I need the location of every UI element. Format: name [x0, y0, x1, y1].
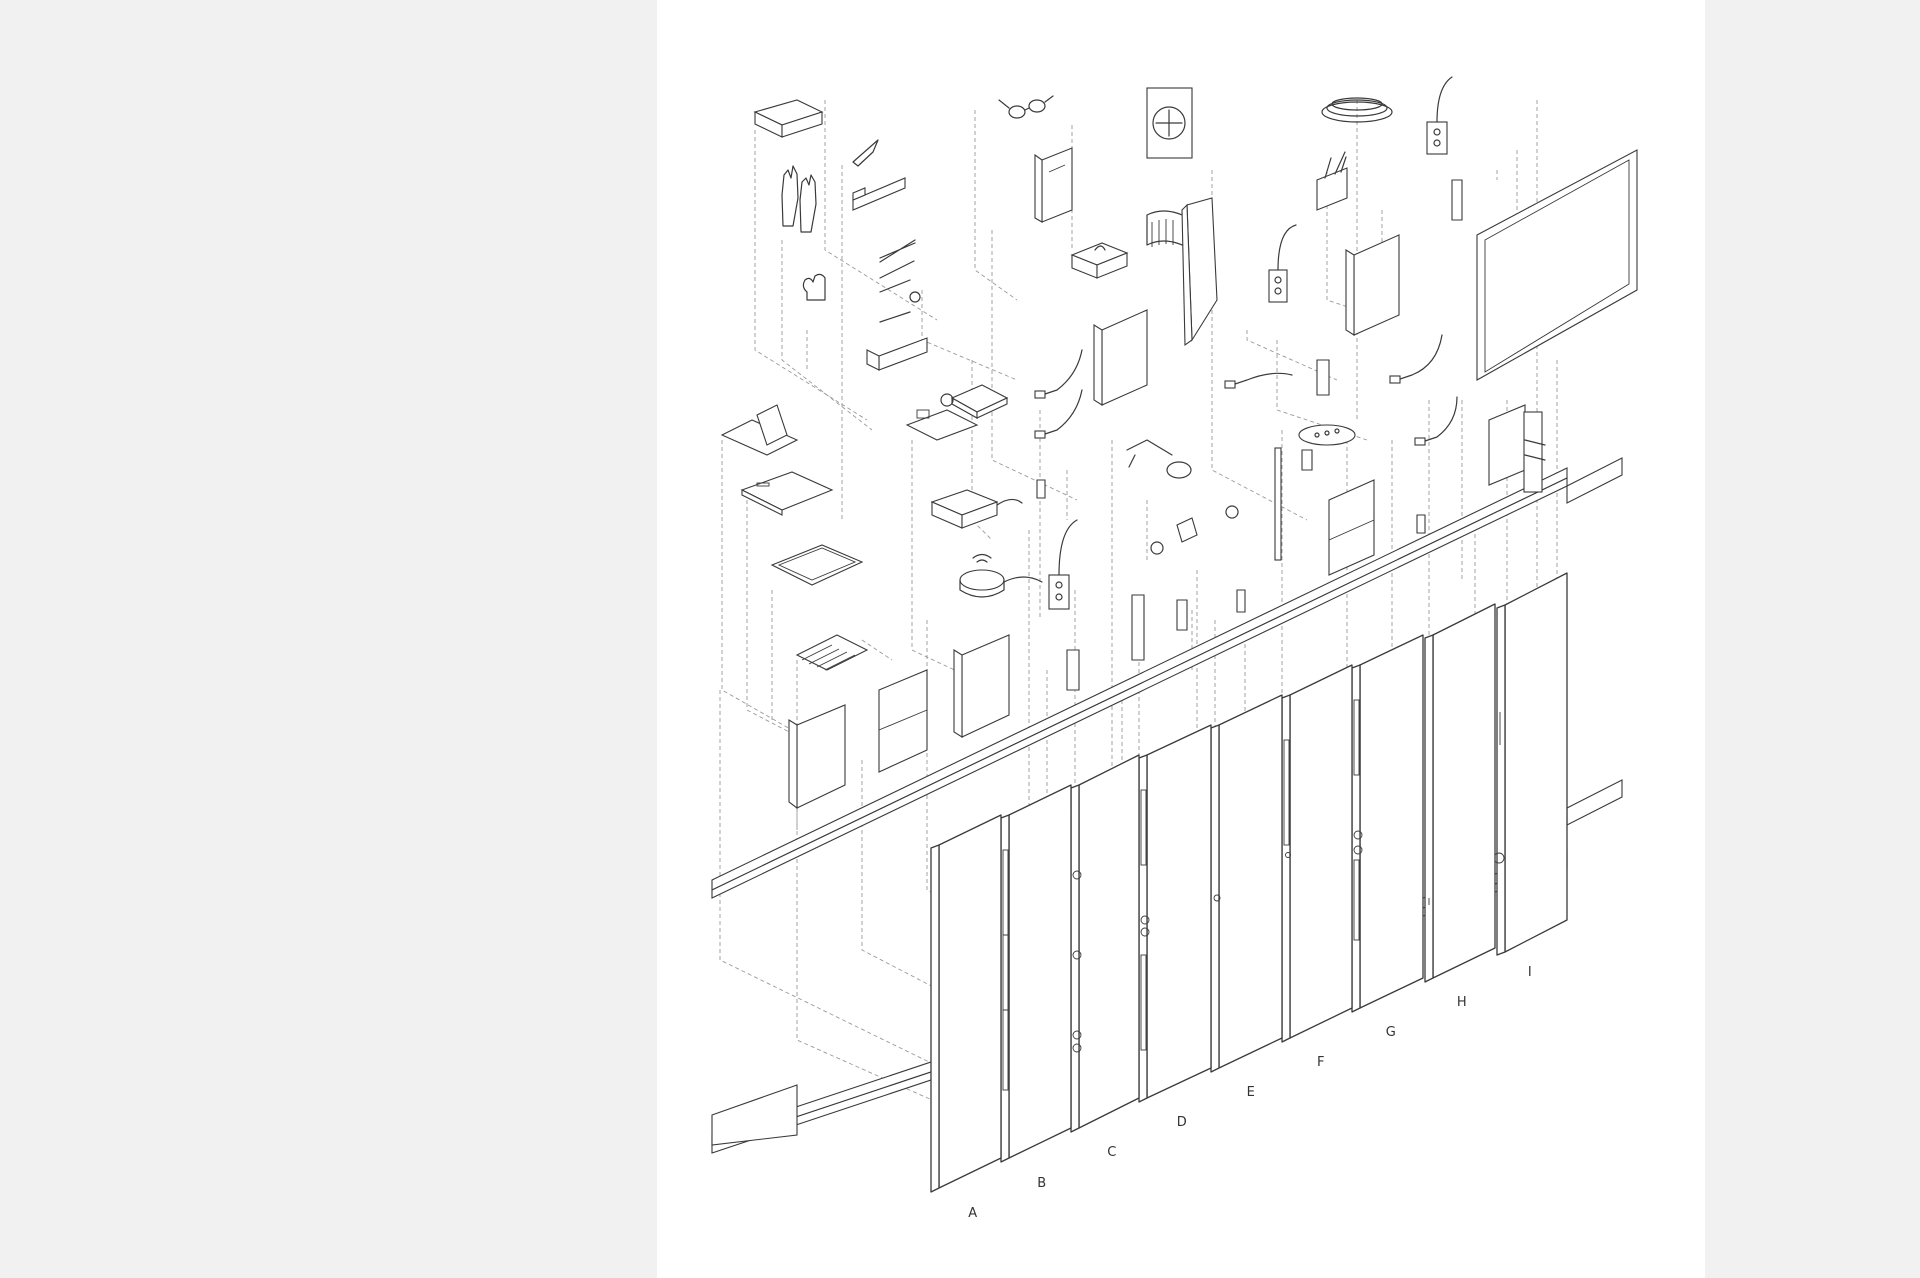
power-socket-top-icon — [1426, 76, 1453, 155]
power-socket-low-icon — [1048, 519, 1078, 610]
panel-label-g: G — [1385, 1025, 1397, 1040]
panel-g — [1351, 634, 1424, 1013]
rubber-gloves-icon — [781, 165, 817, 233]
cable-plug-1-icon — [1034, 349, 1083, 399]
panel-c — [1070, 754, 1140, 1133]
baking-tray-icon — [770, 544, 864, 586]
desk-lamp-icon — [1126, 439, 1192, 479]
slim-rail-icon — [1274, 447, 1282, 561]
panel-label-i: I — [1527, 965, 1533, 980]
reading-glasses-icon — [998, 95, 1054, 119]
ladle-icon — [879, 279, 921, 323]
rail-upper — [711, 457, 1623, 899]
cable-plug-4-icon — [1389, 334, 1443, 384]
cable-plug-5-icon — [1414, 396, 1458, 446]
utensil-tray-icon — [866, 337, 928, 371]
shelf-box-b — [953, 634, 1010, 738]
left-margin — [0, 0, 657, 1278]
panel-b — [1000, 784, 1072, 1163]
panel-label-a: A — [968, 1206, 978, 1221]
panel-a — [930, 814, 1002, 1193]
panel-label-d: D — [1176, 1115, 1188, 1130]
knife-holder-icon — [852, 177, 906, 211]
panel-f — [1281, 664, 1353, 1043]
oven-mitt-icon — [802, 273, 826, 301]
cable-plug-2-icon — [1034, 389, 1083, 439]
shelf-box-double-g — [1328, 479, 1375, 576]
cutting-board-icon — [740, 471, 834, 516]
shelf-box-tissue — [1093, 309, 1148, 406]
book-icon — [1034, 147, 1073, 223]
panel-label-f: F — [1317, 1055, 1325, 1070]
pencil-cup-icon — [1316, 151, 1348, 211]
coiled-cable-icon — [1321, 97, 1393, 123]
drawing-sheet: A B C D E F G H I — [657, 0, 1705, 1278]
tissue-box-icon — [1070, 242, 1129, 279]
cable-plug-3-icon — [1224, 372, 1293, 389]
napkins-icon — [720, 404, 799, 456]
panel-label-h: H — [1456, 995, 1468, 1010]
ventilation-fan-icon — [1146, 87, 1193, 159]
panel-h — [1424, 603, 1496, 983]
power-socket-mid-icon — [1268, 224, 1297, 303]
wall-brackets — [1036, 179, 1463, 691]
buttons-set-icon — [905, 393, 979, 441]
panel-e — [1210, 694, 1283, 1073]
remote-control-icon — [1298, 424, 1356, 446]
shelf-box-cups — [1345, 234, 1400, 336]
notice-board-icon — [1476, 149, 1638, 381]
right-margin — [1705, 0, 1920, 1278]
duct-bracket-icon — [1181, 197, 1218, 347]
knob-set-icon — [1150, 505, 1239, 555]
shelf-box-a — [788, 704, 846, 810]
panel-d — [1138, 724, 1212, 1103]
exploded-axonometric-drawing — [711, 76, 1638, 1193]
wifi-hub-icon — [959, 553, 1043, 598]
fork-icon — [879, 260, 915, 279]
tongs-icon — [879, 239, 916, 263]
panel-label-e: E — [1246, 1085, 1256, 1100]
knife-icon — [852, 139, 879, 167]
sponge-rack-icon — [795, 634, 869, 671]
panel-label-b: B — [1037, 1176, 1047, 1191]
tv-mount-icon — [1488, 404, 1546, 493]
panel-i — [1493, 572, 1568, 956]
router-box-icon — [950, 384, 1009, 419]
panel-label-c: C — [1107, 1145, 1117, 1160]
folded-towel-icon — [753, 99, 824, 138]
media-box-icon — [930, 489, 1023, 529]
shelf-box-double-a — [878, 669, 928, 773]
